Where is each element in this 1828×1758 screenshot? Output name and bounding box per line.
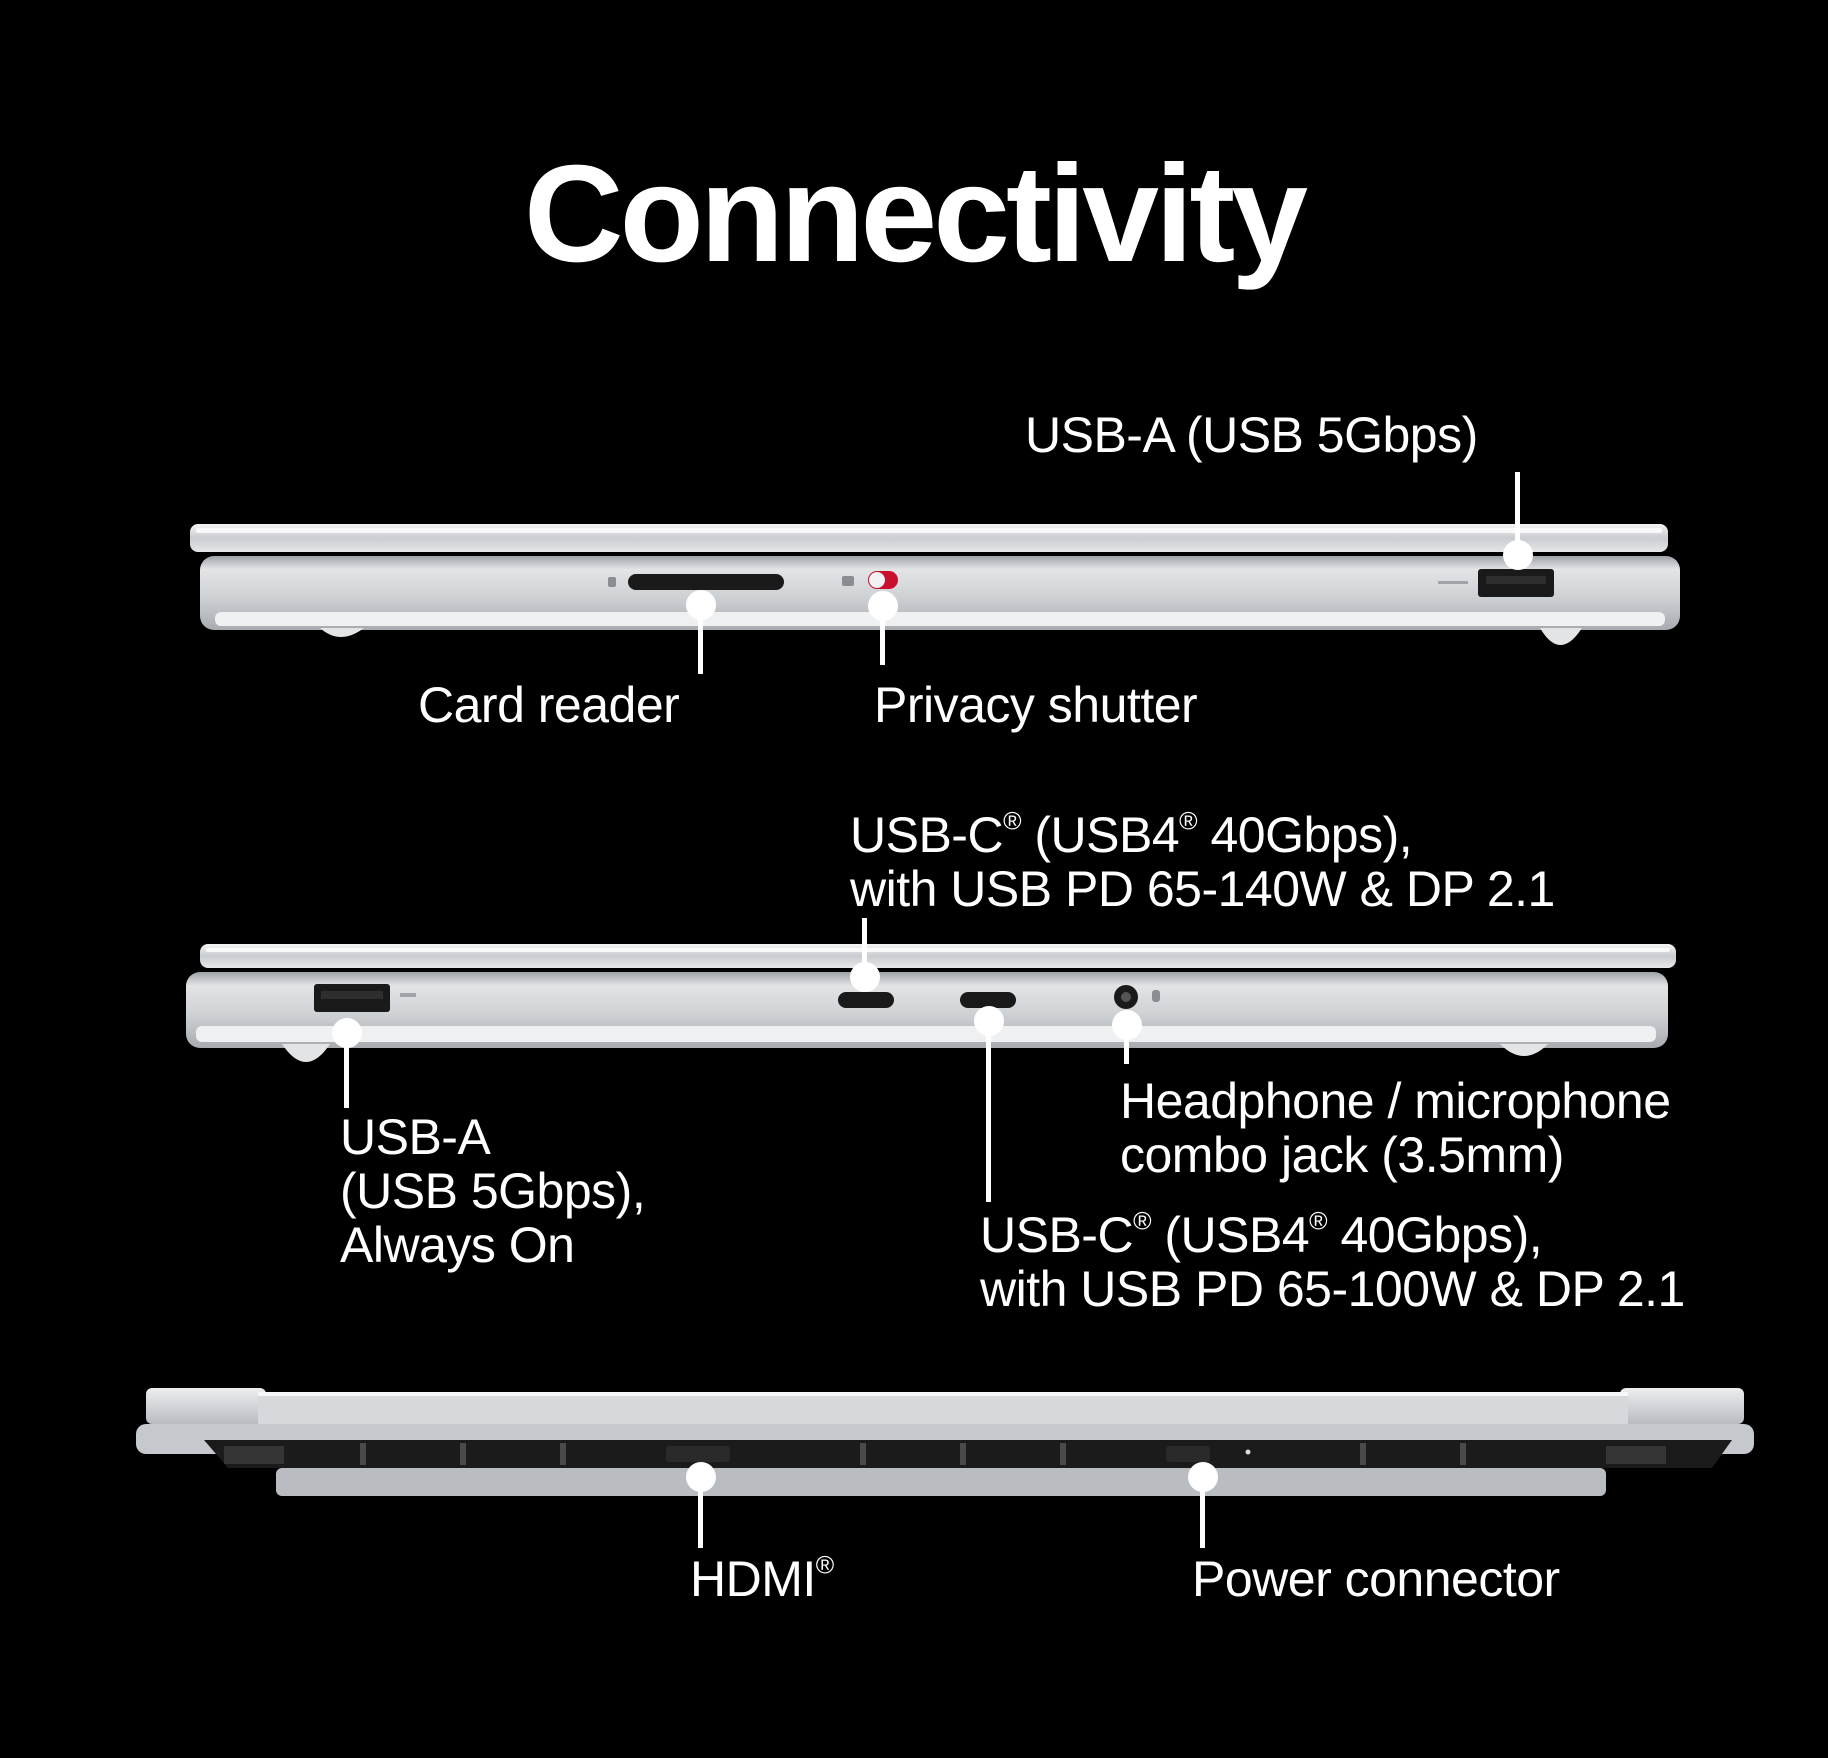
audio-jack-label: Headphone / microphone combo jack (3.5mm… — [1120, 1073, 1671, 1183]
card-reader-label: Card reader — [418, 677, 680, 733]
usbc-2-callout-line — [986, 1020, 991, 1202]
usb-a-left-label: USB-A (USB 5Gbps), Always On — [340, 1109, 646, 1273]
laptop-rear-view — [136, 1388, 1754, 1496]
usb-c-port-2 — [960, 992, 1016, 1008]
usb-a-left-callout-line — [344, 1032, 349, 1108]
rear-vent — [204, 1440, 1732, 1468]
usb-a-icon — [400, 993, 416, 997]
audio-jack-callout-line — [1124, 1024, 1129, 1064]
card-reader-callout-line — [698, 604, 703, 674]
usb-a-icon — [1438, 581, 1468, 584]
hdmi-port — [666, 1446, 730, 1462]
power-callout-line — [1200, 1476, 1205, 1548]
hdmi-callout-line — [698, 1476, 703, 1548]
power-led — [1245, 1449, 1251, 1455]
usbc-1-label: USB-C® (USB4® 40Gbps), with USB PD 65-14… — [850, 808, 1555, 916]
camera-off-icon — [842, 576, 854, 586]
power-port — [1166, 1446, 1210, 1462]
headphone-icon — [1152, 990, 1160, 1002]
usbc-2-label: USB-C® (USB4® 40Gbps), with USB PD 65-10… — [980, 1208, 1685, 1316]
hdmi-label: HDMI® — [690, 1551, 834, 1607]
usb-a-right-callout-line — [1515, 472, 1520, 552]
usbc-1-callout-line — [862, 918, 867, 976]
page-title: Connectivity — [523, 137, 1308, 291]
laptop-left-side-view — [186, 944, 1676, 1062]
laptop-right-side-view — [190, 524, 1680, 645]
usbc-2-label-line1: USB-C® (USB4® 40Gbps), — [980, 1207, 1543, 1263]
usbc-1-callout-dot — [850, 962, 880, 992]
card-icon — [608, 577, 616, 587]
usb-a-right-callout-dot — [1503, 540, 1533, 570]
usbc-1-label-line1: USB-C® (USB4® 40Gbps), — [850, 807, 1413, 863]
usbc-2-label-line2: with USB PD 65-100W & DP 2.1 — [980, 1261, 1685, 1317]
privacy-shutter-callout-line — [880, 605, 885, 665]
card-reader-slot — [628, 574, 784, 590]
usb-c-port-1 — [838, 992, 894, 1008]
power-connector-label: Power connector — [1192, 1551, 1560, 1607]
privacy-shutter-label: Privacy shutter — [874, 677, 1198, 733]
usb-a-right-label: USB-A (USB 5Gbps) — [1025, 407, 1478, 463]
usbc-1-label-line2: with USB PD 65-140W & DP 2.1 — [850, 861, 1555, 917]
